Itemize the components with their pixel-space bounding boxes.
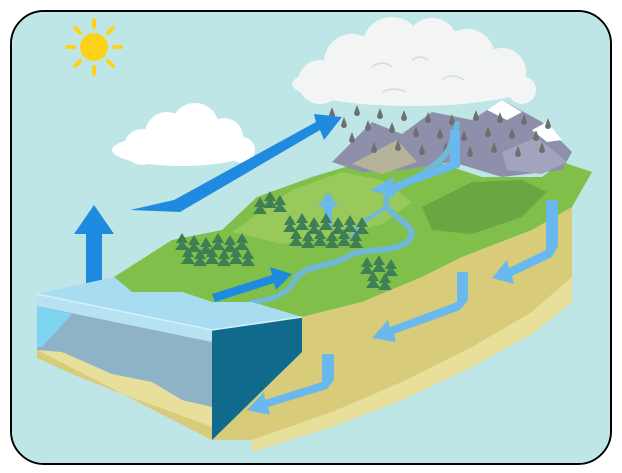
land-hill-dark <box>422 180 547 234</box>
soil-side-layer <box>252 277 572 452</box>
groundwater-arrows <box>247 200 558 415</box>
sun-icon <box>65 18 123 76</box>
ocean-block <box>37 277 302 440</box>
ocean-floor-sand-dark <box>37 350 212 440</box>
rain-cloud <box>292 17 536 106</box>
runoff-arrow <box>212 267 292 302</box>
cloud-texture <box>371 56 465 93</box>
mountain-runoff-arrow <box>370 130 460 197</box>
transpiration-arrow <box>318 192 338 230</box>
condensation-arrow <box>130 114 342 212</box>
ocean-left-shallow <box>37 306 72 347</box>
diagram-frame <box>10 10 612 465</box>
tree-cluster-center <box>283 213 369 248</box>
tree-cluster-left <box>175 233 255 266</box>
soil-side <box>212 207 572 440</box>
ocean-front-surface <box>37 294 212 342</box>
evaporation-arrow <box>74 205 114 307</box>
water-cycle-diagram <box>12 12 610 463</box>
ocean-deep <box>212 317 302 440</box>
ocean-edge <box>36 293 303 331</box>
cloud-left <box>112 103 255 166</box>
tree-cluster-top <box>253 191 287 214</box>
tree-cluster-right <box>360 255 398 290</box>
trees <box>175 191 398 290</box>
